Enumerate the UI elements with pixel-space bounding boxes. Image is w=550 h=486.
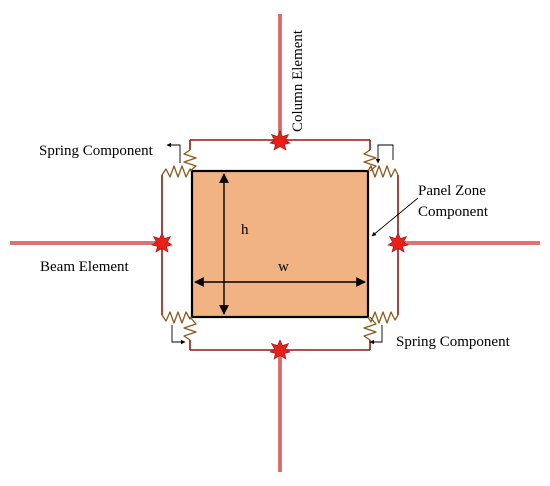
width-label: w [278, 259, 289, 275]
node-right [387, 232, 409, 253]
node-bottom [269, 339, 291, 360]
spring-bottom-left [161, 311, 197, 341]
panel-zone-label-line2: Component [418, 204, 489, 220]
spring-top-right [363, 149, 399, 178]
column-element-label: Column Element [290, 29, 306, 132]
spring-bottom-right [363, 311, 399, 341]
node-top [269, 130, 291, 151]
panel-zone [190, 169, 370, 319]
node-left [151, 232, 173, 253]
spring-component-label-top: Spring Component [39, 143, 154, 159]
spring-top-left [161, 149, 197, 178]
spring-rotation-arrows [166, 142, 394, 345]
panel-zone-leader [371, 197, 419, 237]
beam-element-label: Beam Element [40, 259, 130, 275]
spring-component-label-bottom: Spring Component [396, 334, 511, 350]
panel-zone-label-line1: Panel Zone [418, 183, 486, 199]
height-label: h [241, 222, 249, 238]
